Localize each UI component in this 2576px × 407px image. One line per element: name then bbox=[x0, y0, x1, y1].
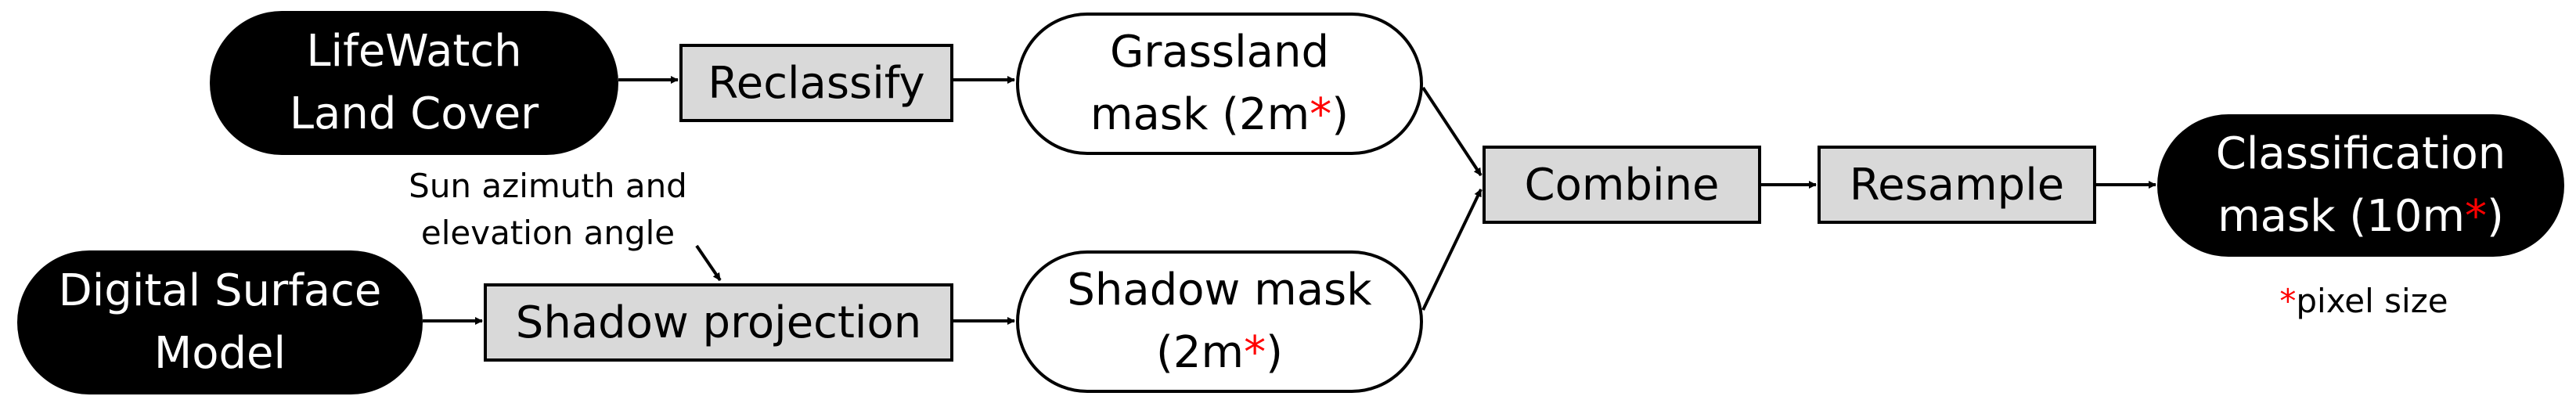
pixel-size-footnote: *pixel size bbox=[2254, 278, 2473, 325]
sun-angle-line2: elevation angle bbox=[420, 214, 676, 252]
grassland-line2: mask (2m*) bbox=[1090, 84, 1349, 146]
classification-asterisk: * bbox=[2465, 191, 2488, 242]
reclassify-node: Reclassify bbox=[679, 44, 953, 122]
dsm-line1: Digital Surface bbox=[58, 265, 382, 316]
footnote-line: *pixel size bbox=[2254, 278, 2473, 325]
footnote-text: pixel size bbox=[2296, 282, 2448, 320]
sun-angle-note: Sun azimuth and elevation angle bbox=[399, 163, 697, 257]
classification-mask-node: Classification mask (10m*) bbox=[2157, 114, 2564, 257]
combine-label: Combine bbox=[1524, 159, 1720, 211]
shadow-mask-node: Shadow mask (2m*) bbox=[1016, 250, 1423, 393]
classification-line2-prefix: mask (10m bbox=[2218, 191, 2466, 242]
shadow-mask-line1: Shadow mask bbox=[1067, 265, 1372, 315]
lifewatch-line1: LifeWatch bbox=[306, 26, 522, 77]
shadow-mask-line2-suffix: ) bbox=[1266, 327, 1283, 378]
dsm-line2: Model bbox=[153, 328, 286, 379]
shadow-projection-label: Shadow projection bbox=[515, 297, 922, 348]
lifewatch-land-cover-node: LifeWatch Land Cover bbox=[210, 11, 618, 155]
grassland-line2-suffix: ) bbox=[1331, 89, 1349, 140]
shadow-projection-node: Shadow projection bbox=[484, 283, 953, 362]
classification-line2-suffix: ) bbox=[2487, 191, 2504, 242]
lifewatch-line2: Land Cover bbox=[289, 88, 539, 139]
shadow-mask-line2-prefix: (2m bbox=[1156, 327, 1245, 378]
grassland-line1: Grassland bbox=[1109, 27, 1329, 77]
combine-node: Combine bbox=[1483, 146, 1761, 224]
resample-label: Resample bbox=[1849, 159, 2065, 211]
reclassify-label: Reclassify bbox=[708, 57, 925, 109]
digital-surface-model-node: Digital Surface Model bbox=[17, 250, 423, 394]
resample-node: Resample bbox=[1818, 146, 2096, 224]
grassland-mask-node: Grassland mask (2m*) bbox=[1016, 13, 1423, 155]
grassland-asterisk: * bbox=[1310, 89, 1332, 140]
arrow-grassland-to-combine bbox=[1421, 86, 1483, 177]
footnote-asterisk: * bbox=[2279, 282, 2297, 320]
shadow-mask-asterisk: * bbox=[1244, 327, 1266, 378]
arrow-sun-angle-to-shadow-projection bbox=[695, 244, 722, 282]
sun-angle-line1: Sun azimuth and bbox=[409, 167, 687, 205]
arrow-shadow-mask-to-combine bbox=[1421, 189, 1483, 311]
grassland-line2-prefix: mask (2m bbox=[1090, 89, 1310, 140]
classification-line2: mask (10m*) bbox=[2216, 185, 2506, 248]
shadow-mask-line2: (2m*) bbox=[1067, 322, 1371, 384]
classification-line1: Classification bbox=[2215, 128, 2506, 179]
